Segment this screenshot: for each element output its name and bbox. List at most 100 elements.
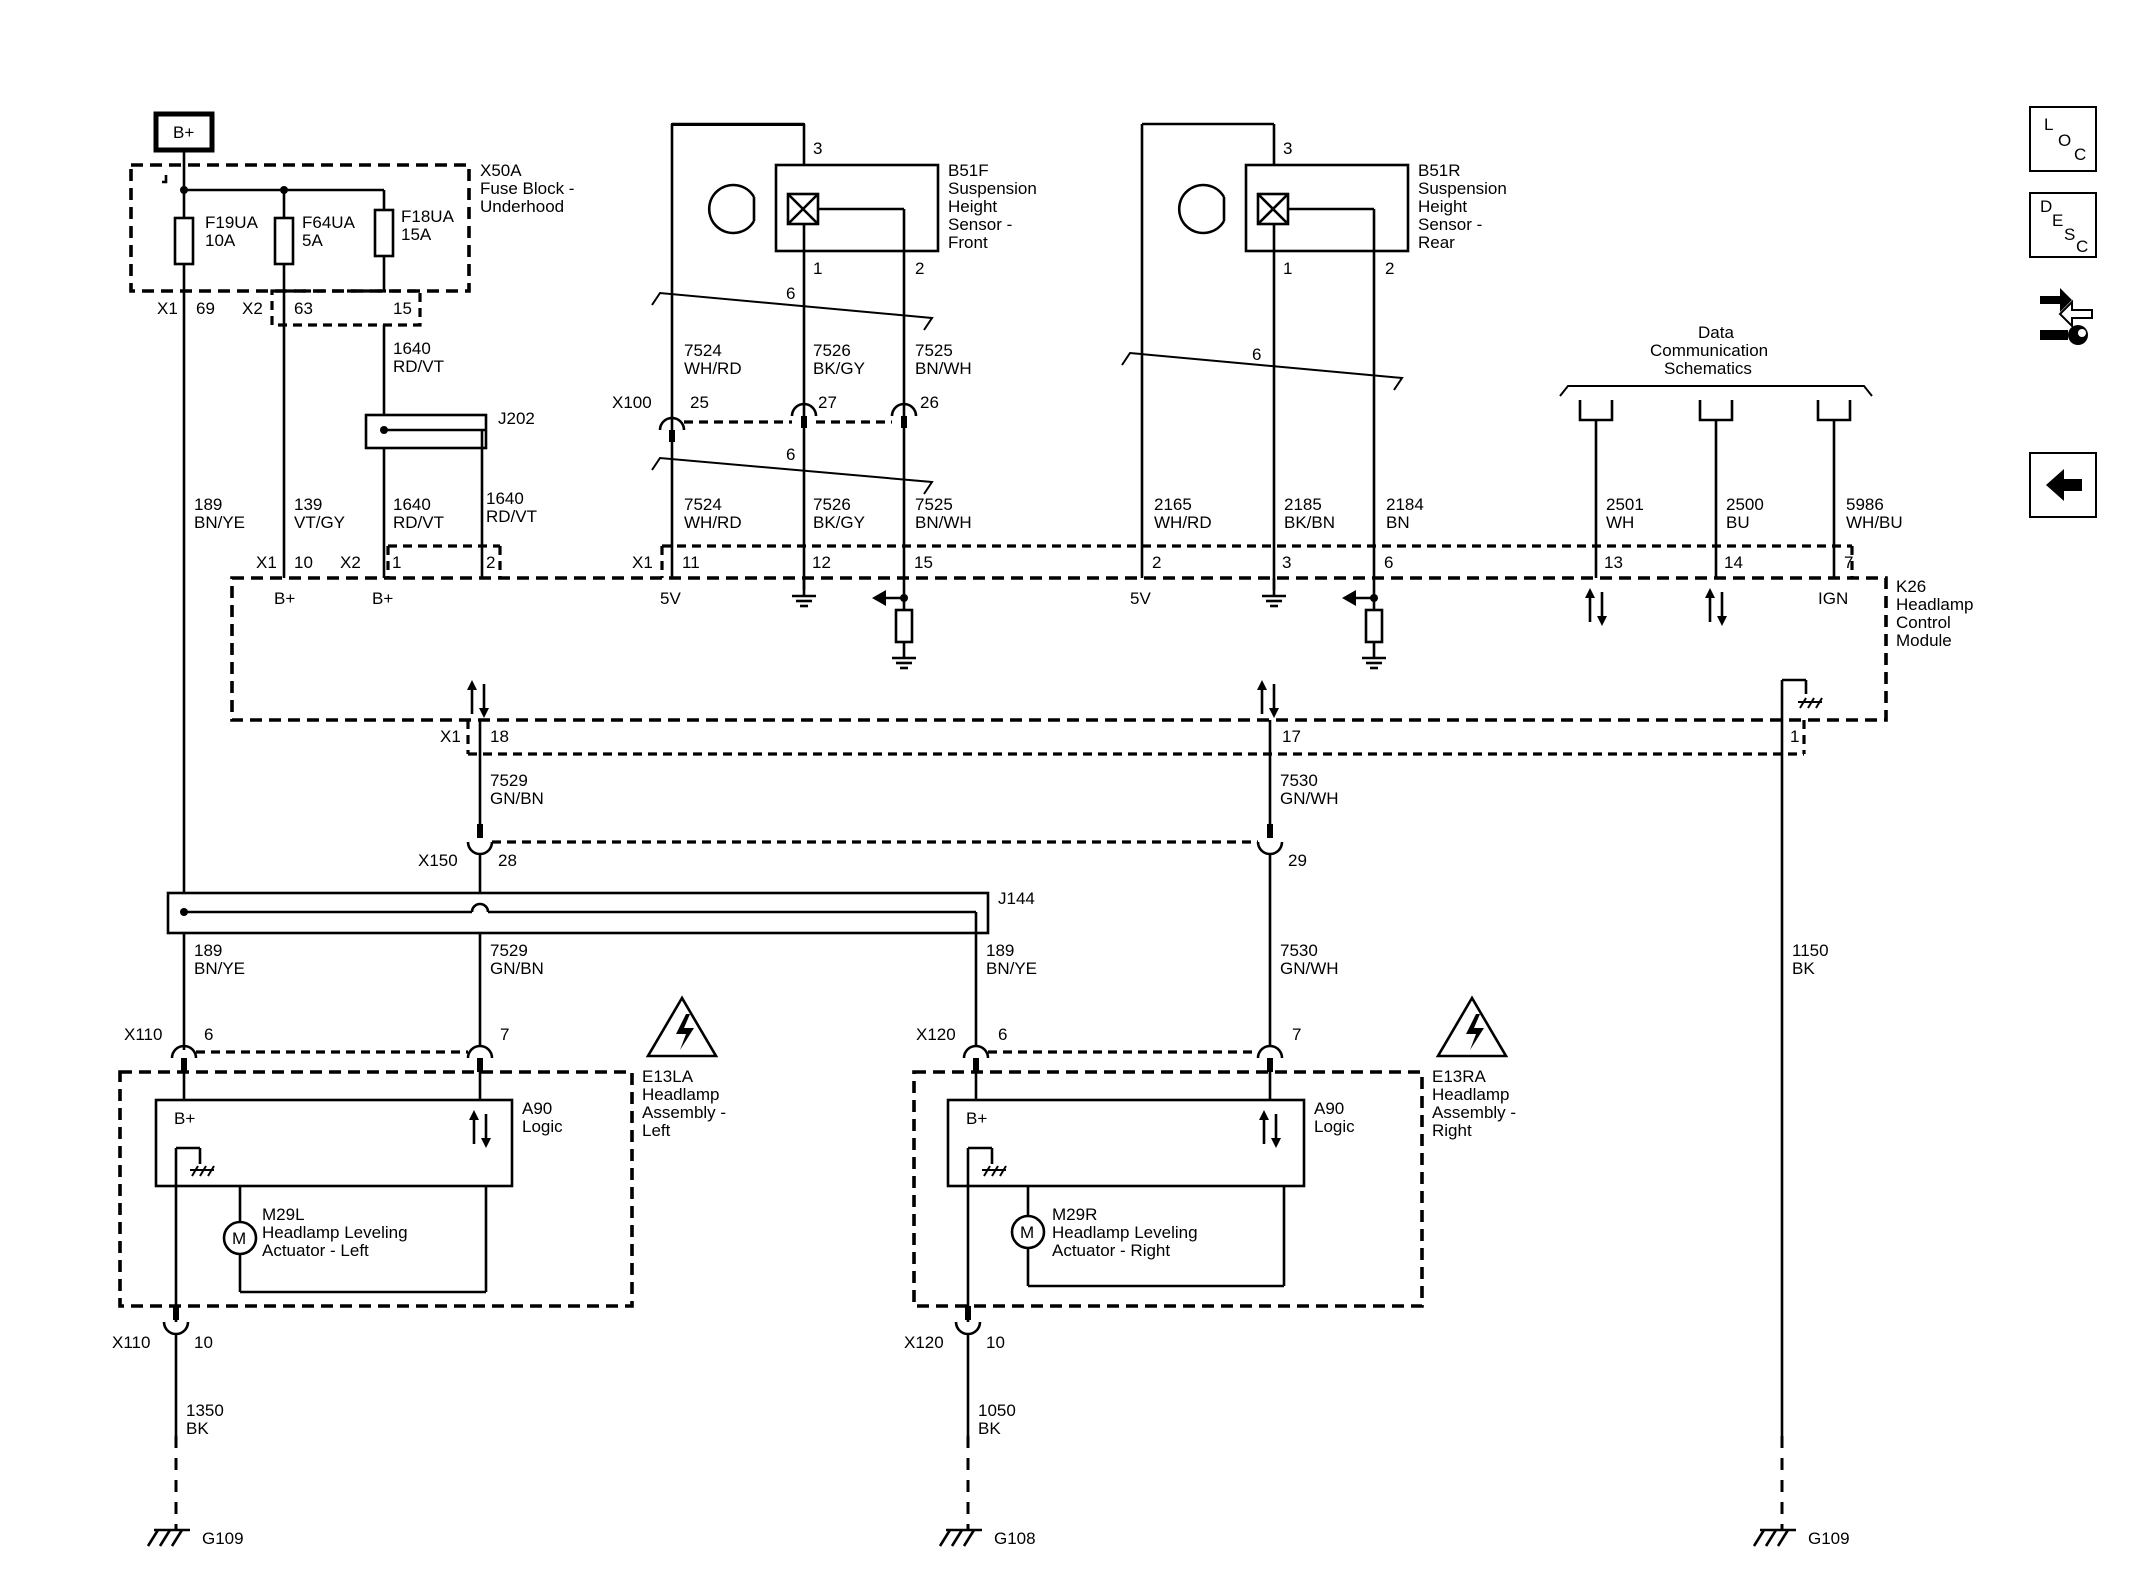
twist-label-front-mid: 6: [786, 445, 795, 464]
twisted-pair-marker-rear: [1121, 351, 1404, 391]
sensor-front-pin3: 3: [813, 139, 822, 158]
loc-letter-o: O: [2058, 131, 2071, 150]
module-pin-17: 17: [1282, 727, 1301, 746]
wire-2500-num: 2500: [1726, 495, 1764, 514]
ground-g109-right-icon: [1752, 1528, 1796, 1547]
fuse-f64ua: [273, 216, 295, 266]
x120-top-pin-6: 6: [998, 1025, 1007, 1044]
logic-left-data-arrows-icon: [469, 1110, 491, 1148]
module-chassis-ground-icon: [1780, 678, 1823, 709]
logic-left-ground-icon: [174, 1146, 215, 1186]
wire-7530-b-color: GN/WH: [1280, 959, 1339, 978]
splice-j144-label: J144: [998, 889, 1035, 908]
x110-top-pin-6: 6: [204, 1025, 213, 1044]
sensor-rear-pin3: 3: [1283, 139, 1292, 158]
wire-189-right-color: BN/YE: [986, 959, 1037, 978]
sensor-rear-pin1: 1: [1283, 259, 1292, 278]
wire-7525-b-color: BN/WH: [915, 513, 972, 532]
module-5v-1: 5V: [660, 589, 681, 608]
sensor-front-l4: Front: [948, 233, 988, 252]
module-pin-10: 10: [294, 553, 313, 572]
wire-189-top-color: BN/YE: [194, 513, 245, 532]
twist-label-front-top: 6: [786, 284, 795, 303]
actuator-right-name: M29R: [1052, 1205, 1097, 1224]
actuator-left-l2: Actuator - Left: [262, 1241, 369, 1260]
fuse-f18ua-rating: 15A: [401, 225, 432, 244]
module-pulldown-front-icon: [872, 590, 916, 670]
wire-5986-color: WH/BU: [1846, 513, 1903, 532]
wire-5986-num: 5986: [1846, 495, 1884, 514]
wire-1640-top-color: RD/VT: [393, 357, 444, 376]
module-ground-rear-signal-icon: [1262, 578, 1286, 608]
module-data-arrows-right-icon: [1257, 680, 1279, 718]
wire-2185-color: BK/BN: [1284, 513, 1335, 532]
desc-letter-d: D: [2040, 197, 2052, 216]
actuator-right-l1: Headlamp Leveling: [1052, 1223, 1198, 1242]
wire-2184-color: BN: [1386, 513, 1410, 532]
module-pin-1-bottom: 1: [1790, 727, 1799, 746]
actuator-left-name: M29L: [262, 1205, 305, 1224]
connector-tools-icon: [2040, 288, 2093, 345]
fuse-f18ua-name: F18UA: [401, 207, 455, 226]
wire-7529-a-color: GN/BN: [490, 789, 544, 808]
desc-letter-c: C: [2076, 237, 2088, 256]
module-5v-2: 5V: [1130, 589, 1151, 608]
sensor-front-pin1: 1: [813, 259, 822, 278]
sensor-rear-magnet-icon: [1178, 183, 1226, 235]
wire-1050-color: BK: [978, 1419, 1001, 1438]
description-view-button[interactable]: D E S C: [2029, 192, 2097, 258]
wire-1150-color: BK: [1792, 959, 1815, 978]
sensor-front-l2: Height: [948, 197, 997, 216]
x100-pin-26: 26: [920, 393, 939, 412]
x110-top-label: X110: [124, 1025, 162, 1044]
wire-189-top-num: 189: [194, 495, 222, 514]
wire-2501-color: WH: [1606, 513, 1634, 532]
fuse-x2-label: X2: [242, 299, 263, 318]
wire-7529-a-num: 7529: [490, 771, 528, 790]
wire-7526-a-color: BK/GY: [813, 359, 865, 378]
wire-7525-a-color: BN/WH: [915, 359, 972, 378]
wire-7529-b-num: 7529: [490, 941, 528, 960]
twisted-pair-marker-front-mid: [651, 456, 934, 495]
fuse-pin-63: 63: [294, 299, 313, 318]
back-button[interactable]: [2029, 452, 2097, 518]
module-pin-11: 11: [682, 553, 700, 572]
wire-1640-top-num: 1640: [393, 339, 431, 358]
fuse-block-desc-1: Fuse Block -: [480, 179, 574, 198]
wire-7526-b-num: 7526: [813, 495, 851, 514]
ground-g109-left-icon: [146, 1528, 190, 1547]
twisted-pair-marker-front-top: [651, 291, 934, 331]
sensor-rear-name: B51R: [1418, 161, 1461, 180]
wire-2500-color: BU: [1726, 513, 1750, 532]
fuse-block-outline: [129, 163, 471, 293]
wire-139-num: 139: [294, 495, 322, 514]
logic-right-bplus: B+: [966, 1109, 987, 1128]
ground-g108-label: G108: [994, 1529, 1036, 1548]
location-view-button[interactable]: L O C: [2029, 106, 2097, 172]
wire-2185-num: 2185: [1284, 495, 1322, 514]
fuse-f19ua-rating: 10A: [205, 231, 236, 250]
module-pin-13: 13: [1604, 553, 1623, 572]
module-ground-front-signal-icon: [792, 578, 816, 608]
motor-right-symbol: M: [1020, 1223, 1034, 1242]
logic-left-name: A90: [522, 1099, 552, 1118]
logic-right-ground-icon: [966, 1146, 1007, 1186]
module-pulldown-rear-icon: [1342, 590, 1386, 670]
module-name: K26: [1896, 577, 1926, 596]
wire-7524-b-color: WH/RD: [684, 513, 742, 532]
loc-letter-c: C: [2074, 145, 2086, 164]
fuse-pin-15: 15: [393, 299, 412, 318]
headlamp-right-l1: Headlamp: [1432, 1085, 1510, 1104]
headlamp-control-module: [230, 576, 1888, 722]
data-comm-l3: Schematics: [1664, 359, 1752, 378]
wire-1640-a-color: RD/VT: [393, 513, 444, 532]
data-comm-bracket: [1559, 385, 1873, 397]
splice-j202-label: J202: [498, 409, 535, 428]
sensor-rear-l3: Sensor -: [1418, 215, 1482, 234]
module-pin-15: 15: [914, 553, 933, 572]
sensor-front-magnet-icon: [708, 183, 756, 235]
x110-bottom-label: X110: [112, 1333, 150, 1352]
module-data-arrows-left-icon: [467, 680, 489, 718]
connector-tools-button[interactable]: [2030, 278, 2096, 348]
